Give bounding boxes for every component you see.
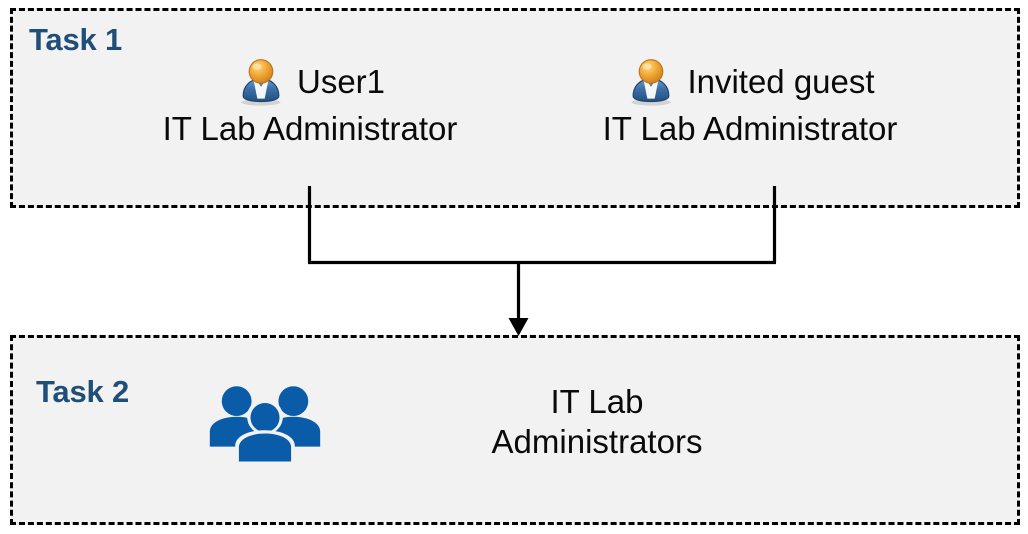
person-invited-guest-row: Invited guest	[510, 56, 990, 108]
user-icon	[631, 59, 671, 106]
person-invited-guest-name: Invited guest	[687, 62, 875, 100]
task1-label: Task 1	[29, 22, 123, 57]
group-block: IT Lab Administrators	[205, 378, 905, 466]
person-invited-guest-role: IT Lab Administrator	[602, 110, 898, 147]
user-icon	[241, 59, 281, 106]
person-user1-role: IT Lab Administrator	[162, 110, 458, 147]
person-user1-row: User1	[100, 56, 520, 108]
connector-arrow-head	[508, 318, 529, 336]
group-of-people-icon	[209, 386, 321, 462]
task1-container	[10, 8, 1020, 208]
person-user1-name: User1	[296, 62, 386, 100]
group-name: IT Lab Administrators	[349, 382, 905, 463]
group-name-line1: IT Lab	[550, 382, 644, 420]
person-invited-guest: Invited guest IT Lab Administrator	[510, 56, 990, 149]
group-name-line2: Administrators	[491, 423, 703, 460]
task2-label: Task 2	[36, 374, 130, 409]
task2-container	[10, 335, 1020, 525]
person-user1: User1 IT Lab Administrator	[100, 56, 520, 149]
